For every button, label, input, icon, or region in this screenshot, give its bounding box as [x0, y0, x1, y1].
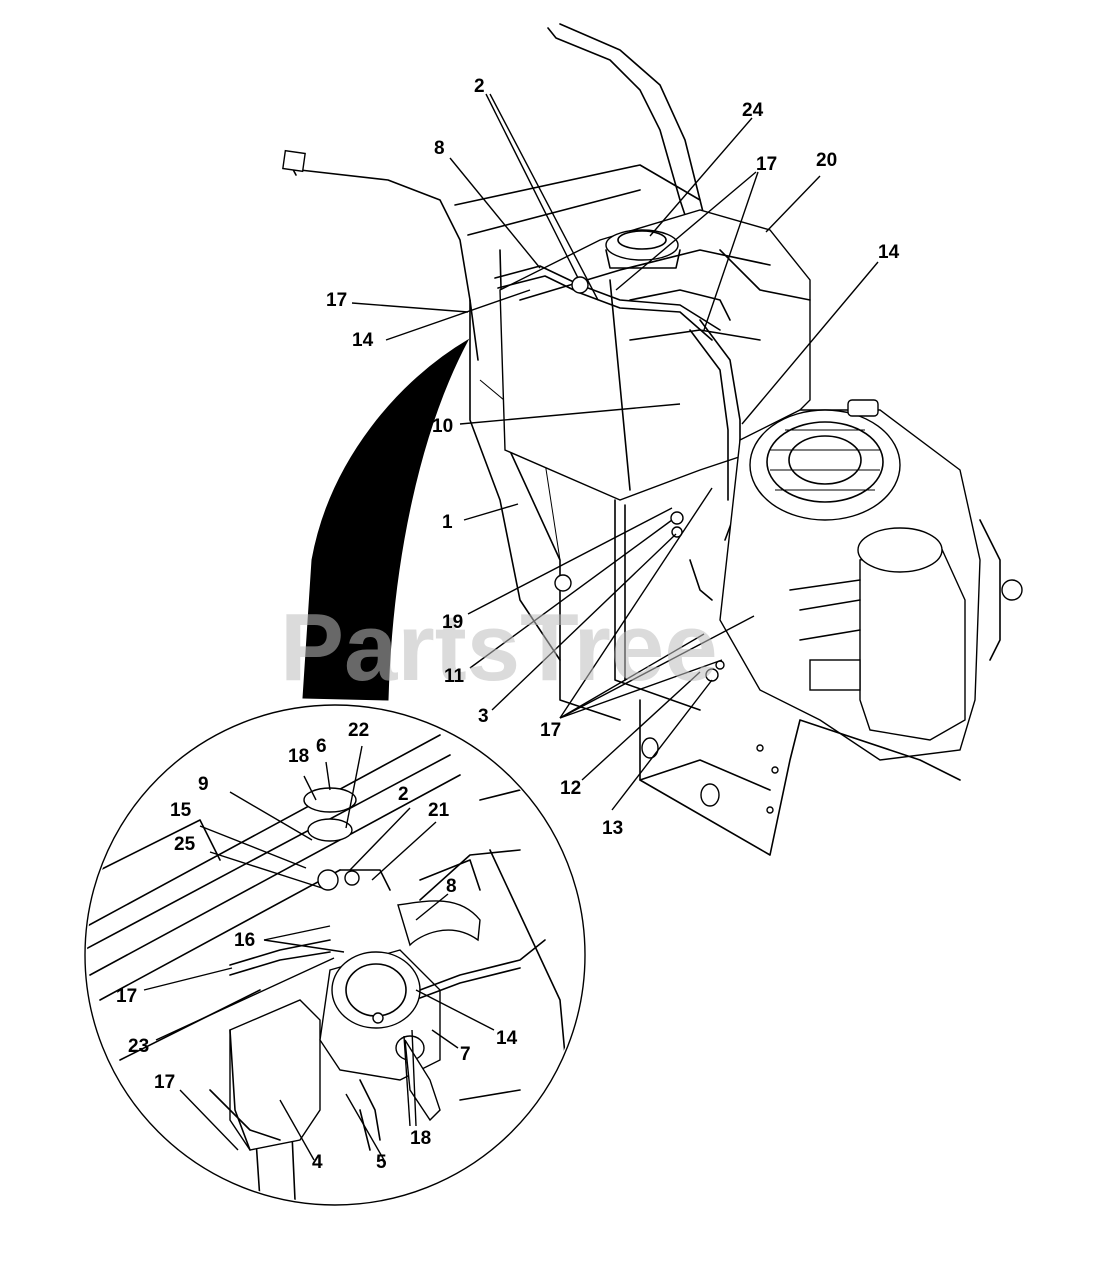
callout-6: 6	[316, 736, 327, 757]
callout-17: 17	[116, 986, 137, 1007]
callout-9: 9	[198, 774, 209, 795]
callout-labels: 2 24 8 17 20 14 17 14 10 1 19 11 3 17 12…	[116, 76, 900, 1173]
callout-17: 17	[540, 720, 561, 741]
callout-13: 13	[602, 818, 623, 839]
main-assembly-drawing	[282, 23, 1023, 856]
callout-21: 21	[428, 800, 450, 821]
callout-8: 8	[446, 876, 457, 897]
callout-8: 8	[434, 138, 445, 159]
callout-17: 17	[326, 290, 347, 311]
callout-2: 2	[398, 784, 409, 805]
callout-7: 7	[460, 1044, 471, 1065]
callout-15: 15	[170, 800, 192, 821]
callout-16: 16	[234, 930, 255, 951]
callout-14: 14	[496, 1028, 518, 1049]
callout-17: 17	[756, 154, 777, 175]
leader-lines	[143, 93, 879, 1161]
callout-22: 22	[348, 720, 369, 741]
callout-18: 18	[410, 1128, 431, 1149]
callout-12: 12	[560, 778, 581, 799]
callout-20: 20	[816, 150, 837, 171]
callout-1: 1	[442, 512, 453, 533]
callout-10: 10	[432, 416, 453, 437]
callout-24: 24	[742, 100, 764, 121]
callout-5: 5	[376, 1152, 387, 1173]
callout-17: 17	[154, 1072, 175, 1093]
callout-3: 3	[478, 706, 489, 727]
inset-detail-drawing	[84, 704, 586, 1206]
callout-18: 18	[288, 746, 309, 767]
callout-14: 14	[352, 330, 374, 351]
callout-2: 2	[474, 76, 485, 97]
callout-19: 19	[442, 612, 463, 633]
callout-25: 25	[174, 834, 196, 855]
callout-14: 14	[878, 242, 900, 263]
callout-4: 4	[312, 1152, 323, 1173]
watermark-text: PartsTree	[280, 594, 718, 701]
callout-23: 23	[128, 1036, 149, 1057]
callout-11: 11	[444, 666, 465, 687]
